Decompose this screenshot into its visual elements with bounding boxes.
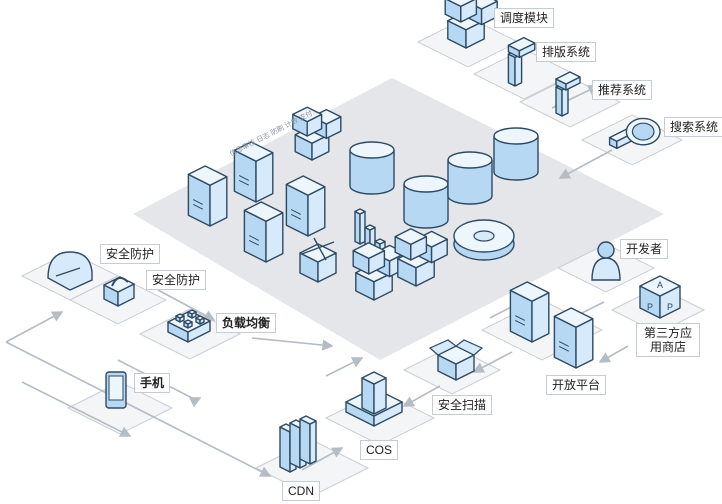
- label-search: 搜索系统: [664, 117, 722, 137]
- security-scan-box-icon: [428, 339, 484, 381]
- edge-cos-to-platform: [325, 357, 364, 377]
- platform-server-icon: [233, 141, 274, 203]
- search-magnifier-icon: [608, 117, 661, 150]
- label-security-scan: 安全扫描: [432, 395, 493, 415]
- edge-cdn-to-cos: [301, 447, 344, 471]
- label-mobile: 手机: [134, 373, 171, 393]
- platform-server-icon: [285, 175, 326, 237]
- edge-security-to-load-balance: [157, 289, 216, 321]
- platform-database-icon: [403, 175, 449, 229]
- platform-server-icon: [243, 201, 284, 263]
- app-store-cube-icon: A P P: [639, 275, 681, 319]
- label-security-1: 安全防护: [100, 244, 161, 264]
- edge-mobile-to-security: [5, 311, 64, 343]
- open-platform-server-icon: [509, 281, 550, 343]
- platform-star-node-icon: [299, 237, 337, 283]
- edge-mobile-to-cdn: [5, 341, 272, 477]
- label-security-2: 安全防护: [146, 270, 207, 290]
- edge-open-platform-to-scan: [472, 351, 513, 373]
- recommend-letters-icon: [555, 71, 581, 117]
- platform-cube-icon: [292, 106, 342, 161]
- label-recommend: 推荐系统: [592, 80, 653, 100]
- edge-search-to-platform: [558, 149, 613, 179]
- platform-gear-icon: [453, 219, 515, 261]
- label-typesetting: 排版系统: [536, 42, 597, 62]
- svg-text:A: A: [657, 280, 663, 290]
- security-lock-icon: [103, 276, 135, 307]
- edge-mobile-lower: [21, 381, 132, 437]
- cdn-server-icon: [279, 415, 317, 473]
- label-load-balance: 负载均衡: [216, 313, 277, 333]
- svg-text:P: P: [667, 302, 673, 312]
- edge-app-store-to-open-platform: [598, 345, 629, 363]
- developer-person-icon: [591, 241, 621, 281]
- platform-cube-icon: [394, 228, 448, 287]
- svg-text:P: P: [647, 302, 653, 312]
- load-balancer-icon: [167, 309, 211, 343]
- label-cos: COS: [360, 440, 399, 460]
- label-cdn: CDN: [282, 481, 320, 501]
- firewall-shield-icon: [47, 251, 93, 291]
- edge-load-balance-to-platform: [251, 337, 334, 351]
- label-developer: 开发者: [620, 239, 669, 259]
- platform-database-icon: [447, 151, 493, 205]
- scheduling-cube-icon: [444, 0, 498, 49]
- cos-storage-icon: [345, 371, 403, 427]
- edge-scan-to-cos: [402, 385, 441, 407]
- label-open-platform: 开放平台: [546, 375, 607, 395]
- connection-edges: [5, 85, 629, 477]
- platform-database-icon: [349, 141, 395, 195]
- platform-database-icon: [493, 127, 539, 181]
- platform-server-icon: [187, 165, 228, 227]
- platform-cube-icon: [352, 242, 406, 301]
- typesetting-letters-icon: [507, 36, 536, 87]
- node-icons: A P P: [47, 0, 681, 473]
- mobile-phone-icon: [105, 371, 127, 409]
- label-third-party: 第三方应用商店: [636, 323, 700, 357]
- open-platform-server-icon: [553, 307, 594, 369]
- label-scheduling: 调度模块: [494, 8, 555, 28]
